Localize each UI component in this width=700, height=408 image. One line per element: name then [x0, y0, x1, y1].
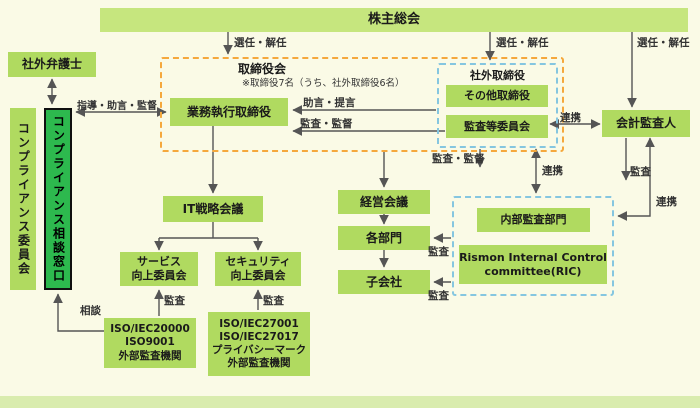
label-advice-proposal: 助言・提言 [303, 97, 356, 109]
label-appointment-dismissal-right: 選任・解任 [637, 37, 690, 49]
board-note: ※取締役7名（うち、社外取締役6名） [242, 78, 405, 89]
footer-band [0, 396, 700, 408]
label-audit-accounting: 監査 [630, 166, 651, 178]
label-audit-supervision-upper: 監査・監督 [300, 118, 353, 130]
label-appointment-dismissal-middle: 選任・解任 [496, 37, 549, 49]
audit-supervisory-committee-box: 監査等委員会 [446, 115, 548, 138]
label-consultation: 相談 [80, 305, 101, 317]
accounting-auditor-box: 会計監査人 [602, 110, 690, 137]
outside-lawyer-box: 社外弁護士 [8, 52, 96, 77]
outside-directors-group [437, 63, 558, 148]
internal-audit-group [452, 196, 614, 296]
executive-directors-box: 業務執行取締役 [170, 98, 288, 126]
label-audit-subsidiaries: 監査 [428, 290, 449, 302]
other-directors-box: その他取締役 [446, 85, 548, 107]
label-cooperation-accounting: 連携 [656, 196, 677, 208]
label-audit-security: 監査 [263, 295, 284, 307]
board-of-directors-label: 取締役会 [238, 62, 287, 76]
label-audit-supervision-lower: 監査・監督 [432, 153, 485, 165]
compliance-committee-box: コンプライアンス委員会 [10, 108, 36, 290]
outside-directors-label: 社外取締役 [470, 69, 525, 82]
internal-audit-department-box: 内部監査部門 [477, 208, 590, 232]
label-guidance-advice-supervision: 指導・助言・監督 [77, 101, 157, 112]
label-cooperation-internal: 連携 [542, 165, 563, 177]
label-audit-departments: 監査 [428, 246, 449, 258]
compliance-consultation-desk-box: コンプライアンス相談窓口 [44, 108, 72, 290]
external-audit-left-box: ISO/IEC20000 ISO9001 外部監査機関 [104, 318, 196, 368]
it-strategy-meeting-box: IT戦略会議 [163, 196, 263, 222]
security-improvement-committee-box: セキュリティ 向上委員会 [215, 252, 301, 286]
external-audit-right-box: ISO/IEC27001 ISO/IEC27017 プライバシーマーク 外部監査… [208, 312, 310, 376]
ric-committee-box: Rismon Internal Control committee(RIC) [459, 245, 607, 284]
label-cooperation-auditor: 連携 [560, 112, 581, 124]
management-meeting-box: 経営会議 [338, 190, 430, 214]
board-of-directors-group [160, 57, 564, 152]
service-improvement-committee-box: サービス 向上委員会 [120, 252, 198, 286]
label-audit-service: 監査 [164, 295, 185, 307]
departments-box: 各部門 [338, 226, 430, 250]
label-appointment-dismissal-left: 選任・解任 [234, 37, 287, 49]
shareholders-meeting-box: 株主総会 [100, 8, 688, 32]
subsidiaries-box: 子会社 [338, 270, 430, 294]
